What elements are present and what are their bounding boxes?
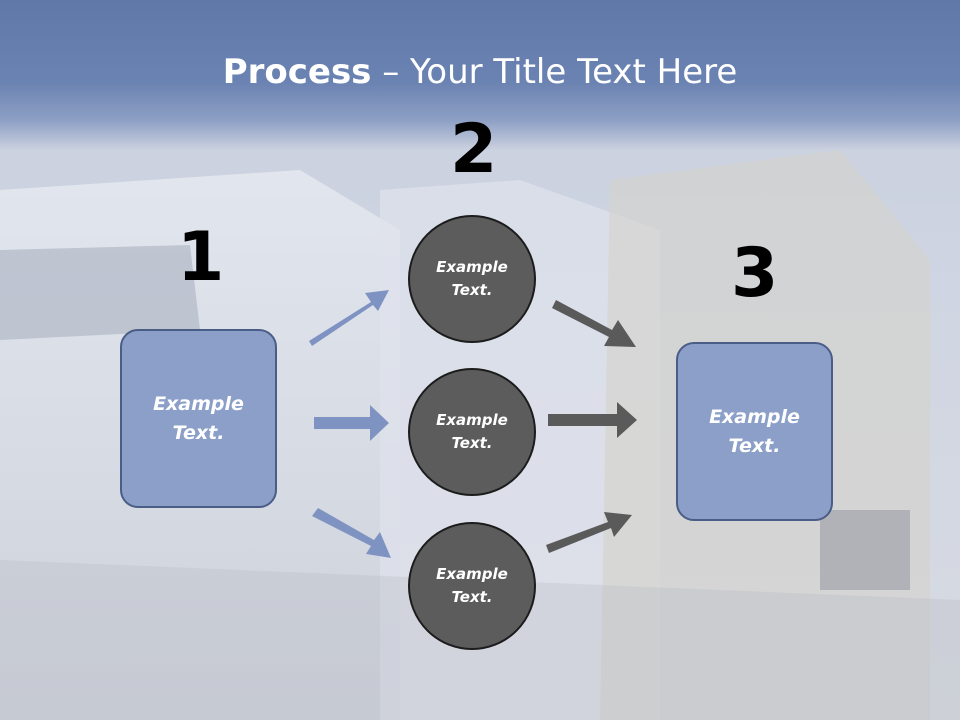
arrow-to-circle-3 bbox=[312, 508, 391, 558]
step-3-text-line2: Text. bbox=[728, 434, 781, 457]
arrow-to-circle-2 bbox=[314, 405, 389, 441]
circle-2-line2: Text. bbox=[451, 434, 493, 452]
title-band bbox=[0, 0, 960, 150]
title-rest: – Your Title Text Here bbox=[371, 52, 738, 92]
page-title: Process – Your Title Text Here bbox=[0, 52, 960, 92]
arrow-from-circle-2 bbox=[548, 402, 637, 438]
step-number-2: 2 bbox=[450, 110, 498, 189]
step-1-text-line1: Example bbox=[153, 392, 244, 415]
arrow-to-circle-1 bbox=[309, 290, 389, 346]
step-number-1: 1 bbox=[177, 218, 225, 297]
step-3-text-line1: Example bbox=[709, 405, 800, 428]
step-1-text-line2: Text. bbox=[172, 421, 225, 444]
circle-3-line1: Example bbox=[436, 565, 508, 583]
circle-1-line1: Example bbox=[436, 258, 508, 276]
arrow-from-circle-3 bbox=[546, 512, 632, 553]
arrow-from-circle-1 bbox=[552, 300, 636, 347]
title-bold: Process bbox=[222, 52, 372, 92]
circle-1-line2: Text. bbox=[451, 281, 493, 299]
circle-2-line1: Example bbox=[436, 411, 508, 429]
circle-3-line2: Text. bbox=[451, 588, 493, 606]
step-number-3: 3 bbox=[731, 234, 779, 313]
